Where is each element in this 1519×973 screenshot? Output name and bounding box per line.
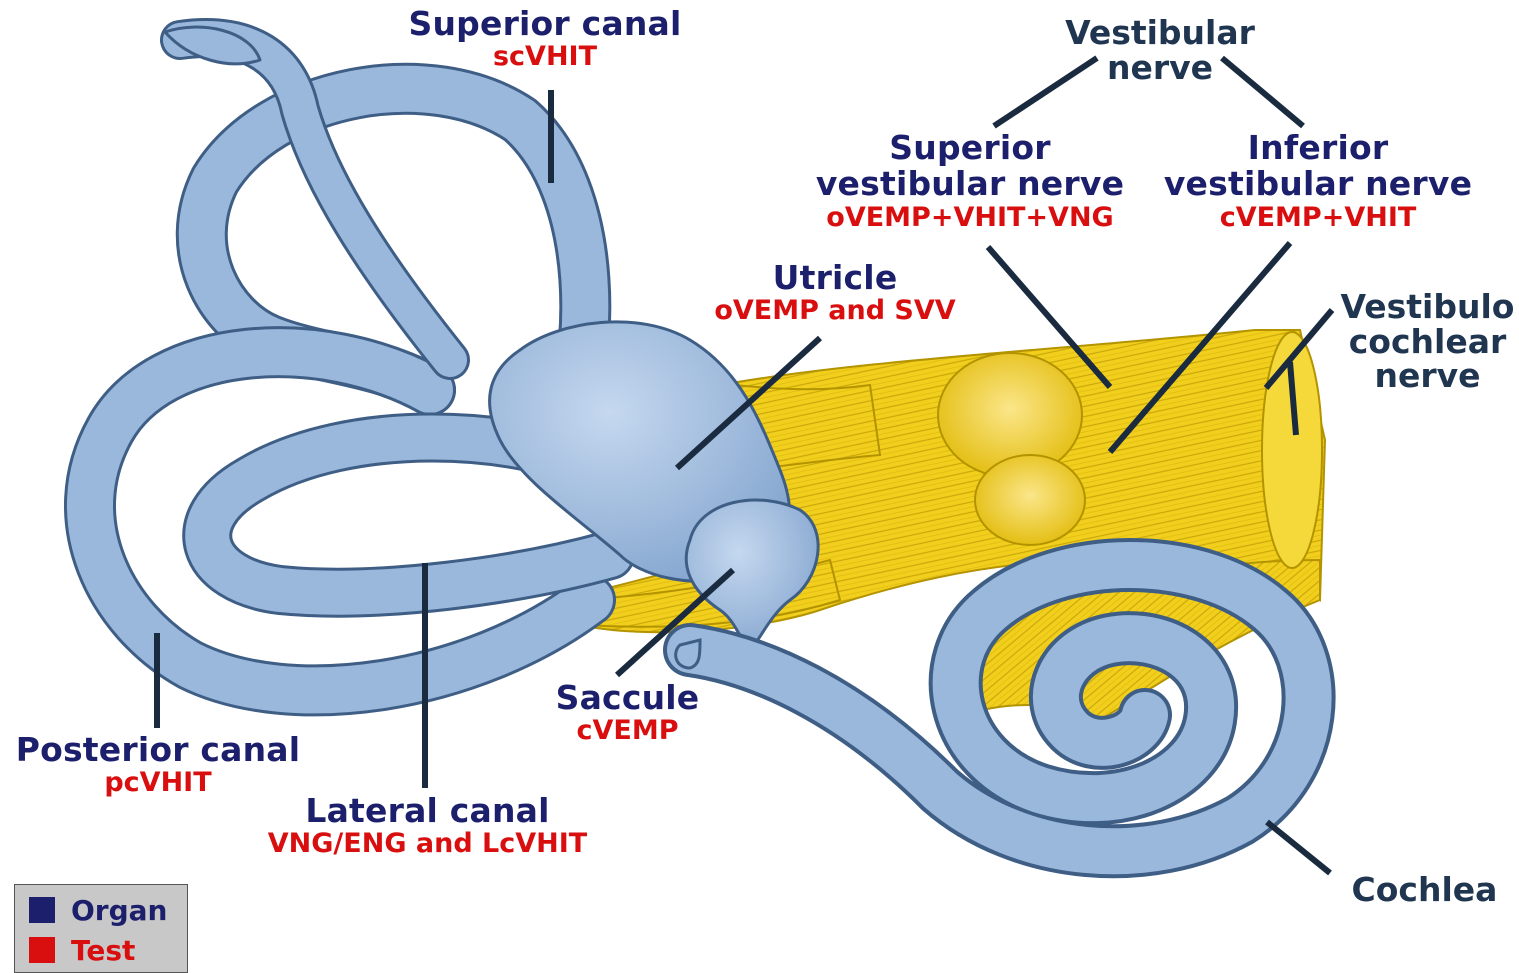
superior-canal-test: scVHIT	[400, 42, 690, 72]
legend-label-test: Test	[71, 934, 135, 967]
legend-swatch-test	[29, 937, 55, 963]
superior-vestibular-nerve-line2: vestibular nerve	[805, 166, 1135, 202]
posterior-canal-label-group: Posterior canal pcVHIT	[8, 732, 308, 798]
utricle-label: Utricle	[700, 260, 970, 296]
vestibular-nerve-line2: nerve	[1045, 51, 1275, 86]
superior-vestibular-nerve-label-group: Superior vestibular nerve oVEMP+VHIT+VNG	[805, 130, 1135, 232]
inferior-vestibular-ganglion	[975, 455, 1085, 545]
utricle-test: oVEMP and SVV	[700, 296, 970, 326]
legend: Organ Test	[14, 884, 188, 973]
lateral-canal-label-group: Lateral canal VNG/ENG and LcVHIT	[255, 793, 600, 859]
vestibular-nerve-label-group: Vestibular nerve	[1045, 16, 1275, 85]
inferior-vestibular-nerve-label-group: Inferior vestibular nerve cVEMP+VHIT	[1158, 130, 1478, 232]
vestibulocochlear-nerve-line1: Vestibulo	[1335, 290, 1519, 325]
superior-vestibular-nerve-test: oVEMP+VHIT+VNG	[805, 203, 1135, 233]
superior-vestibular-nerve-line1: Superior	[805, 130, 1135, 166]
legend-item-test: Test	[29, 933, 135, 967]
saccule-label: Saccule	[545, 680, 710, 716]
inferior-vestibular-nerve-line2: vestibular nerve	[1158, 166, 1478, 202]
vestibulocochlear-nerve-label-group: Vestibulo cochlear nerve	[1335, 290, 1519, 394]
vestibulocochlear-nerve-line3: nerve	[1335, 359, 1519, 394]
utricle-label-group: Utricle oVEMP and SVV	[700, 260, 970, 326]
superior-canal-label: Superior canal	[400, 6, 690, 42]
vestibular-nerve-line1: Vestibular	[1045, 16, 1275, 51]
saccule-label-group: Saccule cVEMP	[545, 680, 710, 746]
legend-item-organ: Organ	[29, 893, 167, 927]
posterior-canal-label: Posterior canal	[8, 732, 308, 768]
inferior-vestibular-nerve-line1: Inferior	[1158, 130, 1478, 166]
lateral-canal-test: VNG/ENG and LcVHIT	[255, 829, 600, 859]
inferior-vestibular-nerve-test: cVEMP+VHIT	[1158, 203, 1478, 233]
saccule-test: cVEMP	[545, 716, 710, 746]
lateral-canal-label: Lateral canal	[255, 793, 600, 829]
cochlea-label: Cochlea	[1332, 872, 1517, 908]
superior-canal-label-group: Superior canal scVHIT	[400, 6, 690, 72]
legend-label-organ: Organ	[71, 894, 167, 927]
leader-cochlea	[1267, 822, 1330, 873]
vestibulocochlear-nerve-line2: cochlear	[1335, 325, 1519, 360]
legend-swatch-organ	[29, 897, 55, 923]
